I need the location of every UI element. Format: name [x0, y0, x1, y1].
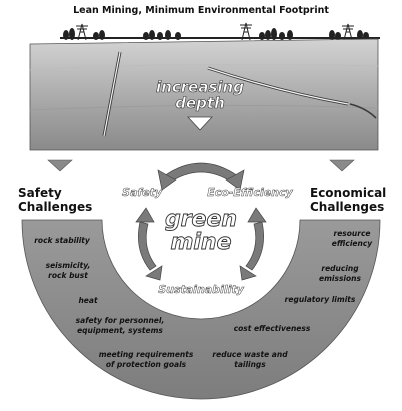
- safety-item-5-line-2: of protection goals: [106, 360, 187, 369]
- safety-item-5-line-1: meeting requirements: [99, 350, 194, 359]
- center-label-line2: mine: [170, 230, 231, 255]
- power-pylon-icon: [342, 23, 354, 41]
- cycle-label-eco-efficiency: Eco-Efficiency: [207, 186, 293, 199]
- challenge-ring: [21, 219, 381, 400]
- down-arrow-icon: [187, 116, 213, 131]
- cycle-label-sustainability: Sustainability: [158, 283, 244, 296]
- economic-item-1-line-2: efficiency: [332, 239, 374, 248]
- cycle-arrow-icon: [157, 162, 245, 191]
- safety-challenges-title-line2: Challenges: [18, 200, 92, 214]
- safety-item-2-line-1: seismicity,: [46, 261, 91, 270]
- economical-challenges-title-line2: Challenges: [310, 200, 384, 214]
- safety-challenge-list: rock stability seismicity,rock bust heat sa…: [34, 236, 194, 369]
- safety-item-4-line-2: equipment, systems: [77, 326, 163, 335]
- economic-item-5-line-2: tailings: [234, 360, 266, 369]
- down-arrow-icon: [329, 159, 355, 172]
- safety-challenges-title-line1: Safety: [18, 186, 62, 200]
- cycle-arrows: [135, 162, 267, 281]
- economic-item-2-line-1: reducing: [321, 264, 359, 273]
- tree-icon: [60, 28, 380, 40]
- economic-item-2-line-2: emissions: [319, 274, 361, 283]
- economical-challenges-title-line1: Economical: [310, 186, 386, 200]
- economic-item-5-line-1: reduce waste and: [212, 350, 288, 359]
- ground-cross-section: increasing depth: [29, 38, 379, 151]
- economic-item-1-line-1: resource: [334, 229, 371, 238]
- drill-hole-icon: [102, 51, 122, 137]
- skyline: [60, 22, 380, 41]
- power-pylon-icon: [76, 23, 88, 41]
- cycle-arrow-icon: [135, 207, 163, 281]
- header-title: Lean Mining, Minimum Environmental Footp…: [73, 5, 329, 16]
- safety-item-2-line-2: rock bust: [48, 271, 88, 280]
- cycle-label-safety: Safety: [122, 186, 163, 199]
- economic-item-3-line-1: regulatory limits: [285, 295, 356, 304]
- drill-hole-icon: [207, 66, 377, 119]
- depth-label-line2: depth: [175, 94, 225, 112]
- economic-item-4-line-1: cost effectiveness: [234, 324, 311, 333]
- cycle-arrow-icon: [239, 207, 267, 281]
- down-arrow-icon: [47, 159, 73, 172]
- depth-label-line1: increasing: [156, 78, 244, 96]
- power-pylon-icon: [240, 22, 252, 41]
- safety-item-3-line-1: heat: [78, 296, 97, 305]
- safety-item-4-line-1: safety for personnel,: [76, 316, 165, 325]
- safety-item-1-line-1: rock stability: [34, 236, 91, 245]
- center-label-line1: green: [165, 207, 237, 232]
